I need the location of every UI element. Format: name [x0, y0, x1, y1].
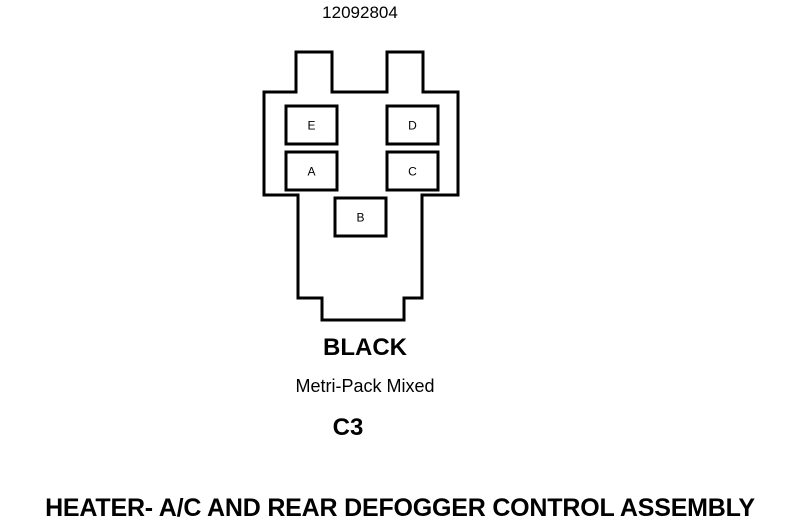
cavity-a-label: A — [307, 165, 315, 179]
cavity-b: B — [333, 196, 388, 238]
connector-diagram: E D A C B — [262, 50, 460, 322]
cavity-c: C — [385, 150, 440, 192]
cavity-a: A — [284, 150, 339, 192]
connector-housing — [262, 50, 460, 322]
part-number: 12092804 — [322, 3, 398, 22]
cavity-e: E — [284, 104, 339, 146]
connector-id-label: C3 — [332, 414, 364, 441]
cavity-b-label: B — [356, 211, 364, 225]
cavity-e-label: E — [307, 119, 315, 133]
connector-color-label: BLACK — [323, 334, 407, 361]
cavity-c-label: C — [408, 165, 417, 179]
connector-type-label: Metri-Pack Mixed — [295, 376, 435, 396]
cavity-d-label: D — [408, 119, 417, 133]
assembly-title: HEATER- A/C AND REAR DEFOGGER CONTROL AS… — [45, 494, 755, 522]
cavity-d: D — [385, 104, 440, 146]
